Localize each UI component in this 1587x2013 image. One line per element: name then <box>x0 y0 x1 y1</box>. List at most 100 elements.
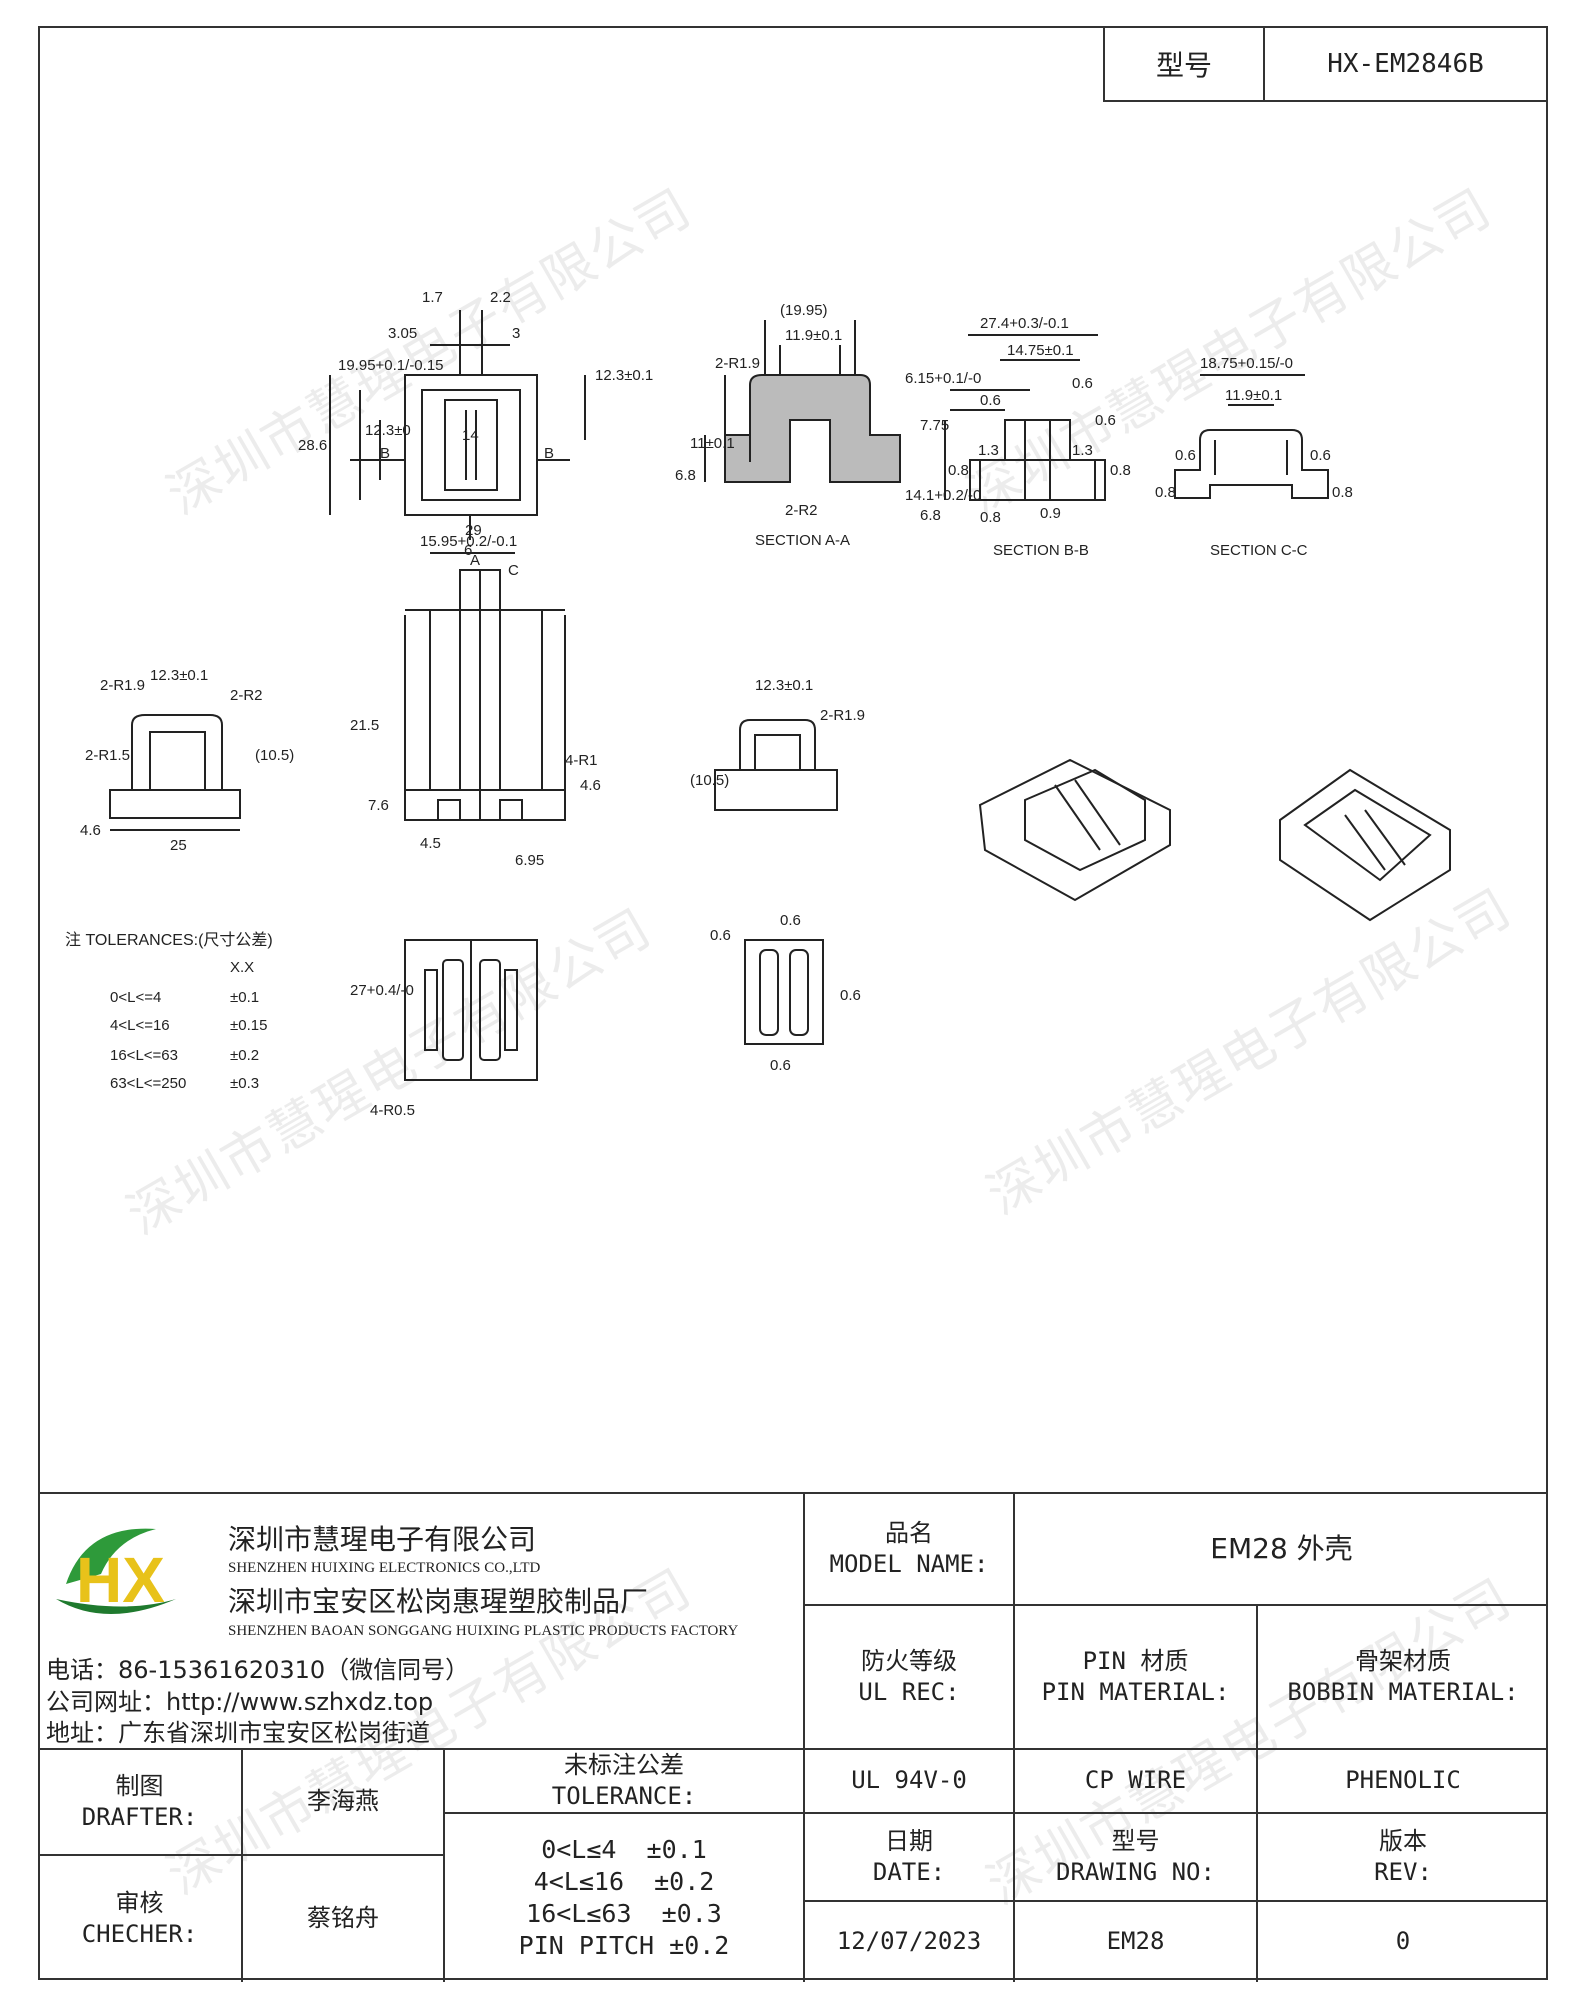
sa-d3: 2-R1.9 <box>715 355 760 372</box>
tol-note-r0-val: ±0.1 <box>230 989 259 1006</box>
company-website: 公司网址：http://www.szhxdz.top <box>46 1688 434 1716</box>
sb-d5: 0.6 <box>980 392 1001 409</box>
sb-d2: 14.75±0.1 <box>1007 342 1074 359</box>
fv-d6: 4.5 <box>420 835 441 852</box>
technical-drawing: 1.7 2.2 3.05 3 12.3±0.1 28.6 19.95+0.1/-… <box>65 289 1451 1119</box>
tolerance-values: 0<L≤4 ±0.1 4<L≤16 ±0.2 16<L≤63 ±0.3 PIN … <box>445 1814 803 1982</box>
lv-d2: 2-R1.9 <box>100 677 145 694</box>
drafter-en: DRAFTER: <box>81 1803 198 1831</box>
lv-d4: 2-R1.5 <box>85 747 130 764</box>
model-name-value: EM28 外壳 <box>1210 1531 1353 1565</box>
top-view <box>329 310 586 540</box>
rv-d3: (10.5) <box>690 772 729 789</box>
bobbin-material-cn: 骨架材质 <box>1355 1646 1451 1675</box>
tol-note-r2-val: ±0.2 <box>230 1047 259 1064</box>
sb-d13: 6.8 <box>920 507 941 524</box>
top-b1: B <box>380 445 390 462</box>
ul-rec-value: UL 94V-0 <box>851 1766 967 1795</box>
sa-title: SECTION A-A <box>755 532 850 549</box>
top-d10: 6 <box>464 542 472 559</box>
left-view <box>109 714 241 831</box>
sc-d5: 0.8 <box>1155 484 1176 501</box>
sb-d8: 14.1+0.2/-0 <box>905 487 981 504</box>
checker-en: CHECHER: <box>81 1920 198 1948</box>
rev-en: REV: <box>1374 1858 1432 1886</box>
tol-note-r0-range: 0<L<=4 <box>110 989 161 1006</box>
section-a-a <box>704 320 901 483</box>
rev-label: 版本 REV: <box>1258 1814 1548 1900</box>
top-d4: 3 <box>512 325 520 342</box>
top-d1: 1.7 <box>422 289 443 306</box>
fv-d5: 4.6 <box>580 777 601 794</box>
fv-d3: 21.5 <box>350 717 379 734</box>
date-label: 日期 DATE: <box>805 1814 1013 1900</box>
tolerance-cn: 未标注公差 <box>564 1750 684 1779</box>
isometric-view-bottom <box>1279 768 1451 922</box>
top-d8: 12.3±0 <box>365 422 411 439</box>
lv-d6: 4.6 <box>80 822 101 839</box>
model-number-box: 型号 HX-EM2846B <box>1103 26 1548 102</box>
pin-material-cn: PIN 材质 <box>1082 1646 1189 1675</box>
bobbin-material-en: BOBBIN MATERIAL: <box>1287 1678 1519 1706</box>
sv-d4: 0.6 <box>770 1057 791 1074</box>
sa-d1: (19.95) <box>780 302 828 319</box>
fv-d7: 6.95 <box>515 852 544 869</box>
rv-d2: 2-R1.9 <box>820 707 865 724</box>
checker-value: 蔡铭舟 <box>307 1904 379 1933</box>
top-d3: 3.05 <box>388 325 417 342</box>
sb-d1: 27.4+0.3/-0.1 <box>980 315 1069 332</box>
bobbin-material-value: PHENOLIC <box>1345 1766 1461 1795</box>
company-address: 地址：广东省深圳市宝安区松岗街道 <box>46 1719 430 1747</box>
tol-note-r3-range: 63<L<=250 <box>110 1075 186 1092</box>
rev-cn: 版本 <box>1379 1826 1427 1855</box>
fv-d8: 4-R1 <box>565 752 598 769</box>
tol-note-header: X.X <box>230 959 254 976</box>
sb-d12: 0.8 <box>1110 462 1131 479</box>
sv-d3: 0.6 <box>840 987 861 1004</box>
tolerance-row: PIN PITCH ±0.2 <box>518 1931 730 1960</box>
fv-a: A <box>470 552 480 569</box>
model-label: 型号 <box>1105 28 1265 100</box>
tol-note-r3-val: ±0.3 <box>230 1075 259 1092</box>
tol-note-r2-range: 16<L<=63 <box>110 1047 178 1064</box>
top-d9: 14 <box>462 427 479 444</box>
sb-d4: 7.75 <box>920 417 949 434</box>
ul-rec-en: UL REC: <box>858 1678 960 1706</box>
sc-d4: 0.6 <box>1310 447 1331 464</box>
pin-material-en: PIN MATERIAL: <box>1041 1678 1230 1706</box>
ul-rec-cn: 防火等级 <box>861 1646 957 1675</box>
sb-d14: 0.8 <box>980 509 1001 526</box>
right-view <box>714 719 838 811</box>
company-logo: HX <box>56 1528 176 1616</box>
lv-d7: 25 <box>170 837 187 854</box>
bv-d1: 27+0.4/-0 <box>350 982 414 999</box>
tolerance-row: 16<L≤63 ±0.3 <box>526 1899 722 1928</box>
sc-title: SECTION C-C <box>1210 542 1308 559</box>
pin-material-value: CP WIRE <box>1084 1766 1187 1795</box>
tol-note-r1-val: ±0.15 <box>230 1017 267 1034</box>
sb-d6: 0.6 <box>1072 375 1093 392</box>
company-name-cn: 深圳市慧瑆电子有限公司 <box>228 1523 537 1556</box>
sb-d9: 1.3 <box>978 442 999 459</box>
tolerance-row: 0<L≤4 ±0.1 <box>541 1835 707 1864</box>
front-view <box>404 552 566 821</box>
model-name-cn: 品名 <box>885 1518 933 1547</box>
sv-d2: 0.6 <box>780 912 801 929</box>
sc-d3: 0.6 <box>1175 447 1196 464</box>
title-block: HX 深圳市慧瑆电子有限公司 SHENZHEN HUIXING ELECTRON… <box>38 1492 1548 1982</box>
bobbin-material-label: 骨架材质 BOBBIN MATERIAL: <box>1258 1606 1548 1748</box>
tolerance-label: 未标注公差 TOLERANCE: <box>445 1750 803 1812</box>
drafter-label: 制图 DRAFTER: <box>38 1750 241 1854</box>
fv-d2: 15.95+0.2/-0.1 <box>420 533 517 550</box>
drawing-no-cn: 型号 <box>1111 1826 1160 1855</box>
sc-d1: 18.75+0.15/-0 <box>1200 355 1293 372</box>
date-value: 12/07/2023 <box>836 1927 982 1956</box>
model-name-label: 品名 MODEL NAME: <box>805 1494 1013 1604</box>
tol-note-r1-range: 4<L<=16 <box>110 1017 170 1034</box>
rev-value: 0 <box>1395 1927 1411 1956</box>
pin-material-label: PIN 材质 PIN MATERIAL: <box>1015 1606 1256 1748</box>
drafter-value: 李海燕 <box>307 1787 379 1816</box>
top-b2: B <box>544 445 554 462</box>
lv-d1: 12.3±0.1 <box>150 667 208 684</box>
logo-text: HX <box>76 1544 165 1616</box>
